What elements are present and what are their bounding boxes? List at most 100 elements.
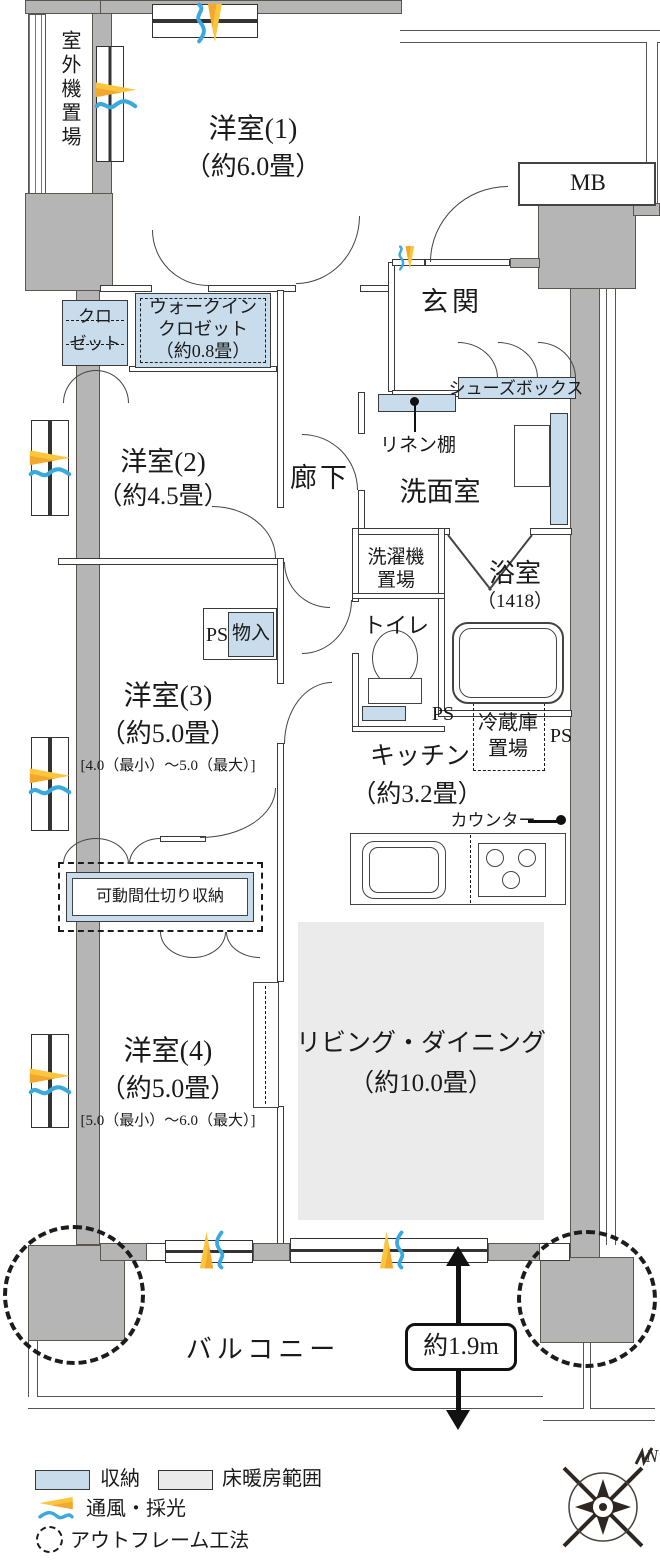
shoes-label: シューズボックス [448,379,584,398]
legend-floorheat-swatch [158,1470,213,1490]
room-size-yoshitsu3: （約5.0畳） [99,719,237,748]
window-yoshitsu2-left [31,420,69,516]
airflow-icon [28,764,72,804]
wall-spine-3 [277,743,284,982]
wic-label-1: ウォークイン [149,297,257,317]
linen-leader-dot [410,397,419,406]
door-arc-closet-r [96,370,129,403]
legend-outframe-label: アウトフレーム工法 [70,1530,250,1552]
wall-senmen-west-b [358,490,365,530]
door-arc-partition [160,932,193,958]
door-arc-partition [193,932,226,958]
compass-icon: N [562,1446,659,1548]
legend-storage-swatch [35,1470,90,1490]
closet-box [62,300,128,366]
airflow-icon [94,78,138,118]
wall-left [76,290,100,1245]
floor-heating-area [298,922,544,1220]
outframe-circle-right [517,1230,657,1368]
room-label-yoshitsu1: 洋室(1) [208,114,298,145]
outframe-circle-left [3,1225,145,1365]
airflow-icon [188,2,226,44]
door-arc-toilet [302,600,352,654]
room-label-yoshitsu2: 洋室(2) [120,447,206,477]
door-arc-partition [129,838,160,864]
partition-dash-box [58,862,263,932]
wall-right [570,286,600,1258]
monoire-label: 物入 [231,623,271,644]
partition-label-box [72,878,248,916]
airflow-icon [28,446,72,486]
fridge-label-1: 冷蔵庫 [478,712,538,734]
wall-left-block [25,193,113,291]
room-range-yoshitsu4: [5.0（最小）～6.0（最大）] [80,1113,256,1129]
door-arc-entrance [430,186,508,262]
airflow-icon [196,1230,232,1270]
living-size-label: （約10.0畳） [349,1070,493,1097]
balcony-edge-right [583,1343,591,1409]
rouka-label: 廊下 [290,463,350,493]
wall-bath-west [438,528,445,716]
sliding-door [253,982,279,1108]
door-arc-partition [226,932,260,958]
dim-label-box [405,1323,517,1371]
room-label-yoshitsu4: 洋室(4) [123,1036,213,1067]
window-yoshitsu3-left [31,737,69,831]
toilet-storage [362,706,406,721]
closet-label-2: ゼット [69,334,121,353]
wall-genkan-west [388,262,395,392]
kitchen-sink-inner [369,847,439,893]
wall-toilet-west-a [352,528,359,602]
mb-label: MB [570,170,606,195]
stove-burner [518,849,536,867]
ps-label-west: PS [205,624,229,646]
mb-pillar [538,205,636,289]
legend-airflow-label: 通風・採光 [86,1498,186,1520]
toilet-tank [368,678,422,704]
mb-box [518,162,656,206]
airflow-icon [376,1230,412,1270]
door-arc-shoes [498,342,538,378]
wic-label-3: （約0.8畳） [155,341,251,361]
wall-spine-2 [277,558,284,684]
door-arc-yoshitsu3 [284,682,332,744]
airflow-icon [33,1494,79,1526]
exterior-line-right [606,288,616,1245]
room-label-yoshitsu3: 洋室(3) [123,681,213,712]
senmen-counter [550,413,568,525]
door-arc-yoshitsu1-a [152,230,208,286]
wall-spine-4 [277,1106,284,1245]
balcony-railing [28,1396,543,1409]
door-arc-shoes [458,342,498,378]
bath-size-label: （1418） [476,591,554,612]
door-arc-yoshitsu3-south [200,788,276,838]
wall-senmen-south-a [352,528,450,535]
room-size-yoshitsu2: （約4.5畳） [97,483,229,510]
legend-storage-label: 収納 [100,1468,140,1490]
fridge-label-2: 置場 [488,738,528,760]
partition-label: 可動間仕切り収納 [95,888,225,905]
toilet-label: トイレ [362,613,430,638]
senmen-label: 洗面室 [399,477,481,507]
living-label: リビング・ダイニング [295,1030,547,1057]
door-arc-yoshitsu2 [212,506,276,558]
wall-bottom-chunk-b [253,1243,290,1261]
wall-washer-south [352,593,445,599]
dim-arrow-head-down [446,1410,470,1430]
door-arc-partition [96,838,129,864]
wall-toilet-west-b [352,653,359,730]
wic-inner-dash [140,298,266,363]
bath-door-line [447,534,492,591]
balcony-label: バルコニー [185,1335,341,1364]
genkan-label: 玄関 [421,287,483,317]
closet-shelf-line [66,344,124,345]
exterior-line-top-right [400,30,660,43]
wall-senmen-west-a [358,392,365,434]
wall-spine-1 [277,290,284,508]
wall-yoshitsu1-south-a [100,285,152,292]
balcony-edge-left [28,1341,38,1397]
linen-leader-line [414,404,416,432]
dim-arrow-head-up [446,1246,470,1266]
airflow-icon [393,245,417,271]
